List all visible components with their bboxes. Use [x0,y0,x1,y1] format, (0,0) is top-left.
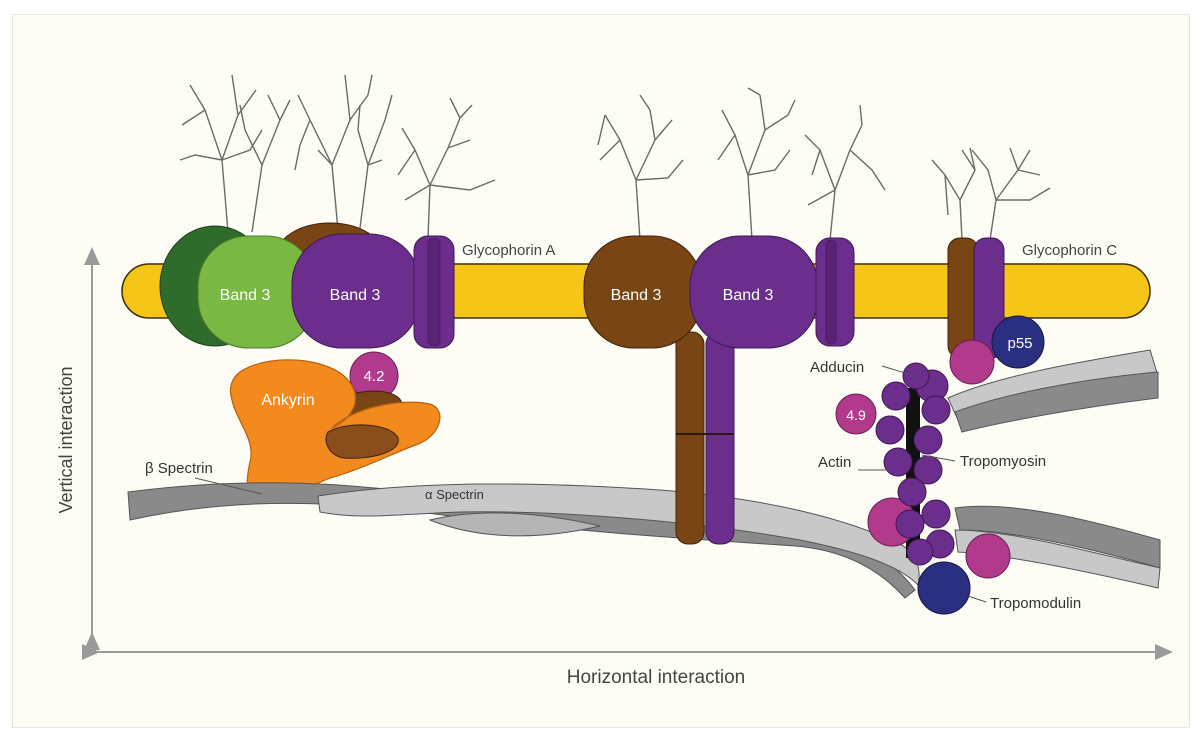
beta-spectrin-label: β Spectrin [145,460,213,477]
actin-monomer [884,448,912,476]
glycan-tree [932,148,975,240]
actin-label: Actin [818,454,851,471]
glycan-tree [180,75,290,232]
glycan-trees [180,75,1050,240]
actin-monomer [922,500,950,528]
tropomyosin-label: Tropomyosin [960,453,1046,470]
horizontal-axis-label: Horizontal interaction [567,667,745,688]
protein-4-9-label: 4.9 [846,407,866,423]
protein-magenta [950,340,994,384]
glycophorin-middle-inner [826,240,836,344]
band3-tail [676,332,704,544]
glycophorin-a-label: Glycophorin A [462,242,555,259]
glycan-tree [718,88,795,240]
tropomodulin [918,562,970,614]
spectrin-filament-left: β Spectrin α Spectrin [128,460,919,598]
tropomodulin-pointer [968,596,986,602]
glycan-tree [805,105,885,240]
alpha-spectrin-label: α Spectrin [425,487,484,502]
glycan-tree [398,98,495,238]
actin-monomer [914,426,942,454]
glycan-tree [598,95,683,240]
protein-4-2-label: 4.2 [364,368,385,385]
band3-label: Band 3 [723,287,774,304]
alpha-spectrin-strand [318,484,919,585]
actin-monomer [903,363,929,389]
glycan-tree [295,75,392,230]
protein-magenta [966,534,1010,578]
glycophorin-a-inner [428,238,440,346]
actin-monomer [882,382,910,410]
ankyrin-label: Ankyrin [261,392,314,409]
adducin-label: Adducin [810,359,864,376]
glycan-tree [972,148,1050,240]
vertical-axis-label: Vertical interaction [56,366,76,513]
band3-cluster-left: Band 3 Band 3 [160,223,420,348]
tropomodulin-label: Tropomodulin [990,595,1081,612]
actin-monomer [898,478,926,506]
actin-monomer [876,416,904,444]
band3-label: Band 3 [611,287,662,304]
band3-tail [706,332,734,544]
band3-label: Band 3 [330,287,381,304]
actin-monomer [922,396,950,424]
glycophorin-c-label: Glycophorin C [1022,242,1117,259]
p55-label: p55 [1007,335,1032,352]
band3-label: Band 3 [220,287,271,304]
actin-monomer [907,539,933,565]
actin-monomer [896,510,924,538]
